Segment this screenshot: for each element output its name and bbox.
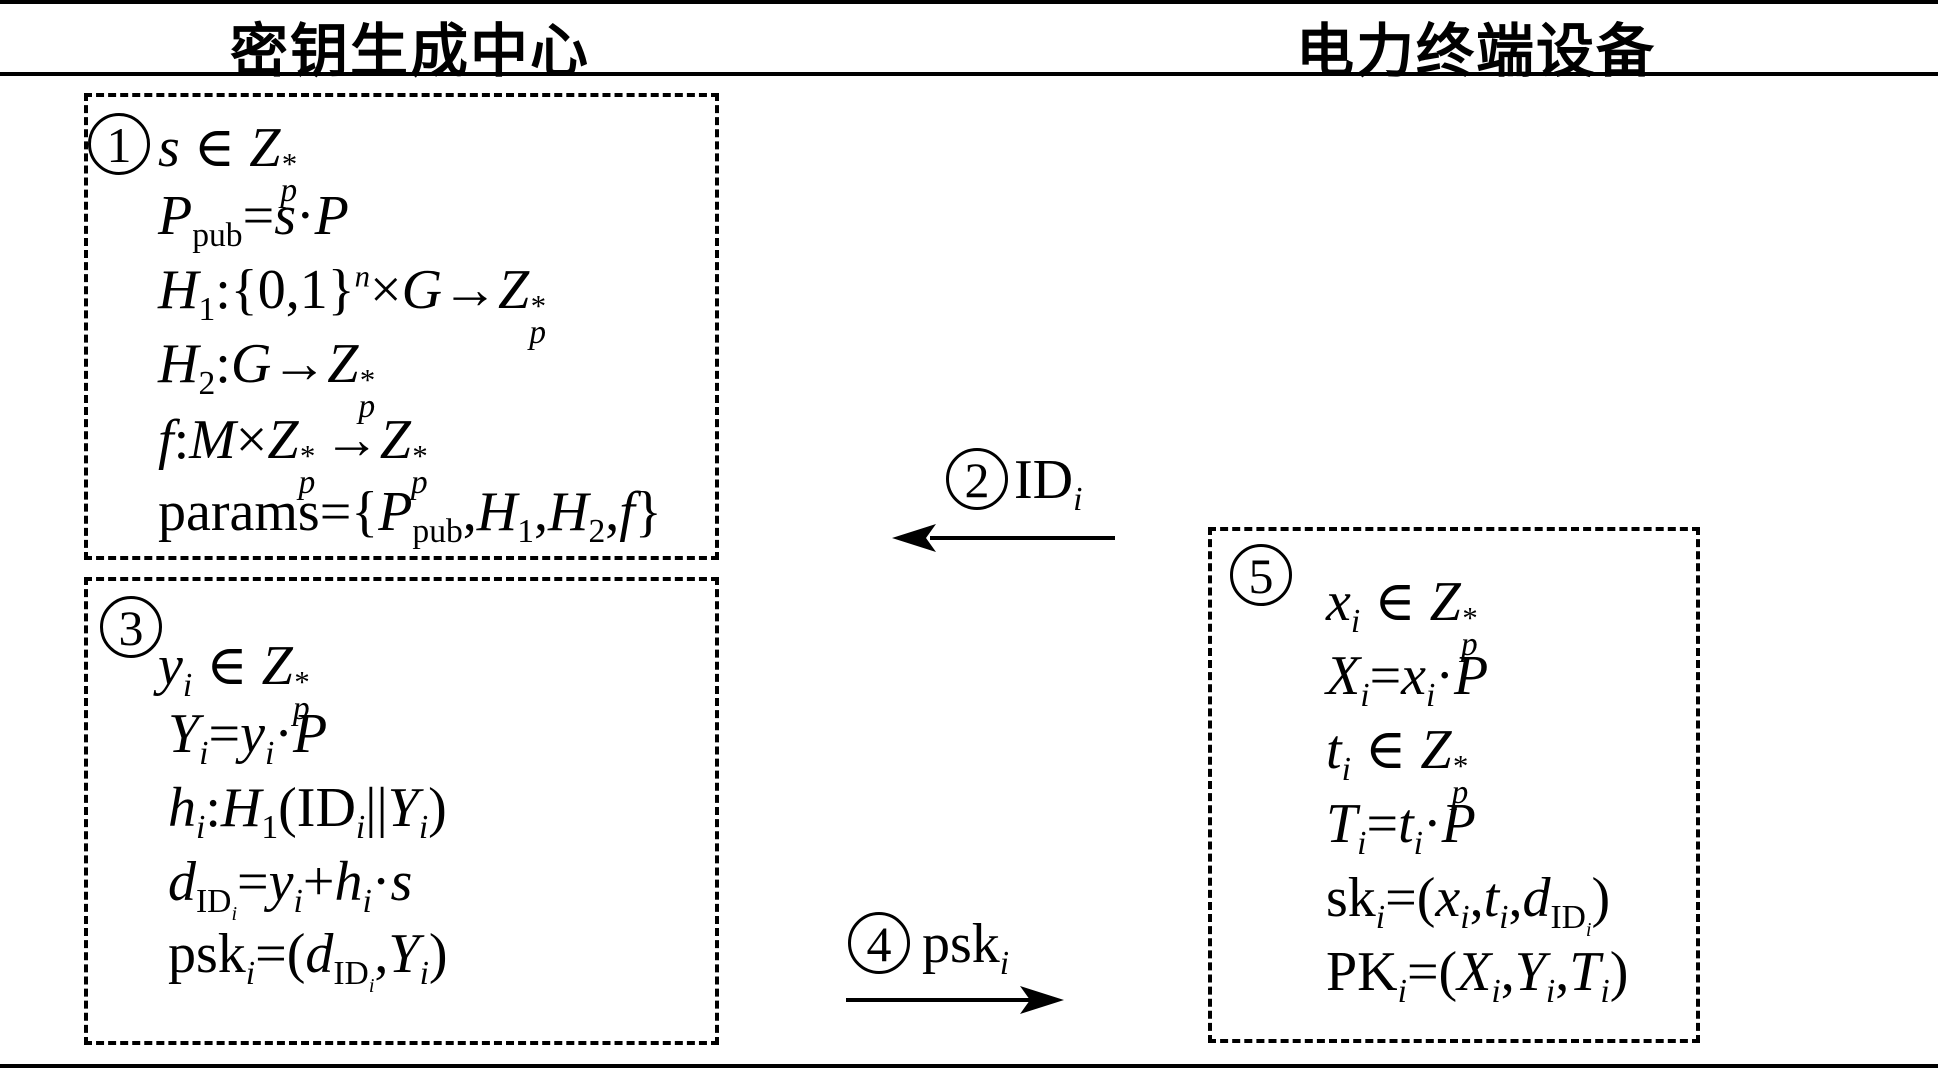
setup-line-ppub: Ppub=s·P bbox=[158, 185, 349, 254]
setup-line-params: params={Ppub,H1,H2,f} bbox=[158, 481, 662, 550]
message-4-label: pski bbox=[922, 913, 1010, 982]
message-2-id: ID bbox=[1014, 449, 1074, 511]
setup-line-h2: H2:G→Z*p bbox=[158, 333, 376, 426]
bottom-rule bbox=[0, 1064, 1938, 1068]
device-line-t: ti ∈ Z*p bbox=[1326, 719, 1469, 812]
device-line-x: xi ∈ Z*p bbox=[1326, 571, 1478, 664]
kgc-setup-box bbox=[84, 93, 719, 560]
header-rule bbox=[0, 72, 1938, 76]
device-line-sk: ski=(xi,ti,dIDi) bbox=[1326, 867, 1611, 941]
arrow-to-device bbox=[846, 986, 1064, 1014]
setup-line-h1: H1:{0,1}n×G→Z*p bbox=[158, 259, 546, 352]
step-5-marker: 5 bbox=[1230, 544, 1292, 606]
setup-line-s: s ∈ Z*p bbox=[158, 117, 298, 210]
params-word: params bbox=[158, 481, 320, 543]
kgc-header: 密钥生成中心 bbox=[230, 17, 591, 85]
extract-line-d: dIDi=yi+hi·s bbox=[168, 851, 413, 925]
step-3-marker: 3 bbox=[100, 596, 162, 658]
extract-line-Y: Yi=yi·P bbox=[168, 703, 328, 772]
step-2-marker: 2 bbox=[946, 448, 1008, 510]
extract-line-h: hi:H1(IDi||Yi) bbox=[168, 777, 447, 846]
step-4-marker: 4 bbox=[848, 912, 910, 974]
kgc-extract-box bbox=[84, 577, 719, 1045]
arrow-to-kgc bbox=[892, 524, 1115, 552]
extract-line-psk: pski=(dIDi,Yi) bbox=[168, 923, 448, 997]
extract-line-y: yi ∈ Z*p bbox=[158, 635, 310, 728]
message-2-label: IDi bbox=[1014, 449, 1083, 518]
device-line-PK: PKi=(Xi,Yi,Ti) bbox=[1326, 941, 1629, 1010]
top-rule bbox=[0, 0, 1938, 4]
device-line-X: Xi=xi·P bbox=[1326, 645, 1489, 714]
message-4-psk: psk bbox=[922, 913, 1000, 975]
step-1-marker: 1 bbox=[88, 113, 150, 175]
device-box bbox=[1208, 527, 1700, 1043]
device-line-T: Ti=ti·P bbox=[1326, 793, 1476, 862]
device-header: 电力终端设备 bbox=[1296, 17, 1657, 85]
setup-line-f: f:M×Z*p→Z*p bbox=[158, 409, 428, 502]
